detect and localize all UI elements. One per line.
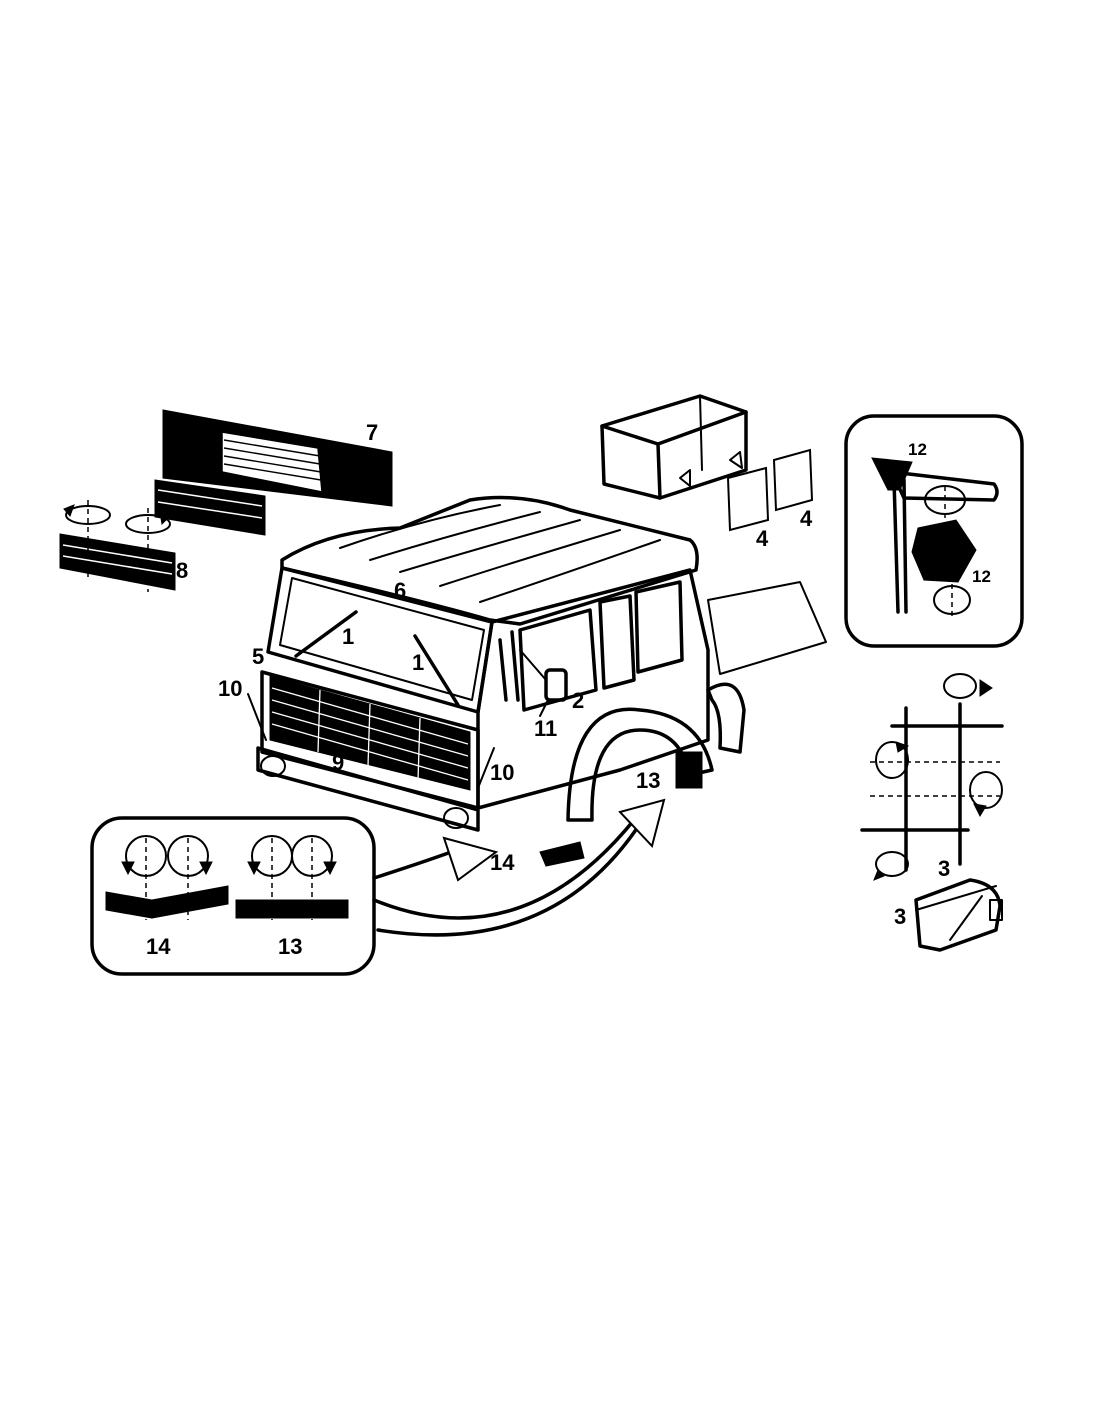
callout-2: 2: [572, 688, 584, 713]
callout-10-left: 10: [218, 676, 242, 701]
truck-cab: [247, 495, 827, 832]
callout-3-bracket: 3: [894, 904, 906, 929]
callout-9: 9: [332, 750, 344, 775]
callout-1-left: 1: [342, 624, 354, 649]
callout-4-right: 4: [800, 506, 813, 531]
callout-5: 5: [252, 644, 264, 669]
callout-12-top: 12: [908, 440, 927, 459]
callout-13-truck: 13: [636, 768, 660, 793]
callout-8: 8: [176, 558, 188, 583]
callout-6: 6: [394, 578, 406, 603]
storage-box-part-4: [600, 394, 814, 532]
callout-4-left: 4: [756, 526, 769, 551]
small-grilles-part-8: [59, 479, 266, 592]
inset-part-12: [844, 414, 1024, 648]
callout-labels: 1 1 2 3 3 4 4 5 6 7 8 9 10 10 11 12 12 1…: [146, 420, 991, 959]
callout-14-truck: 14: [490, 850, 515, 875]
callout-7: 7: [366, 420, 378, 445]
callout-3-frame: 3: [938, 856, 950, 881]
grille-panel-part-7: [162, 409, 393, 507]
inset-parts-13-14: [90, 816, 376, 976]
pointer-arrows: [372, 798, 666, 937]
frame-part-3: [860, 673, 1004, 952]
callout-10-right: 10: [490, 760, 514, 785]
callout-12-bottom: 12: [972, 567, 991, 586]
callout-1-right: 1: [412, 650, 424, 675]
callout-13-inset: 13: [278, 934, 302, 959]
callout-11: 11: [534, 716, 557, 741]
callout-14-inset: 14: [146, 934, 171, 959]
